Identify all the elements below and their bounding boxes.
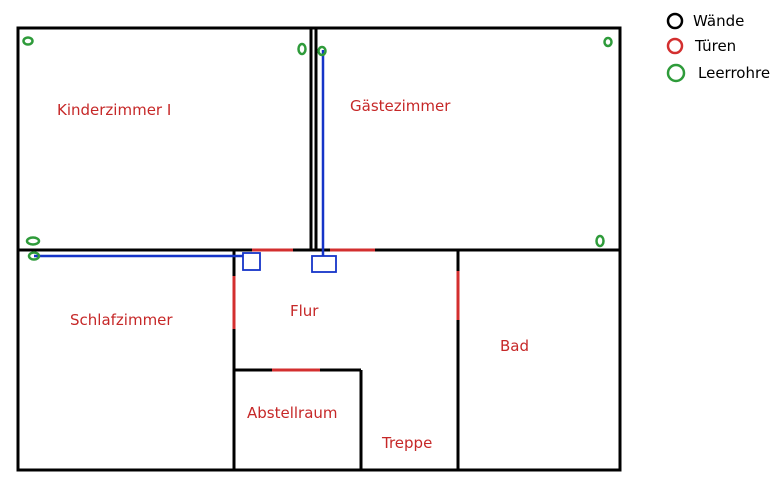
doors — [232, 248, 460, 372]
conduit-icon — [297, 42, 307, 56]
conduit-outlets — [22, 36, 613, 261]
green-circle-icon — [666, 63, 686, 83]
legend-item-walls: Wände — [666, 12, 744, 30]
room-label-abstellraum: Abstellraum — [247, 404, 338, 422]
legend-item-doors: Türen — [666, 37, 736, 55]
room-label-treppe: Treppe — [381, 434, 432, 452]
conduit-icon — [317, 45, 327, 57]
legend-item-conduits: Leerrohre — [666, 63, 770, 83]
red-circle-icon — [666, 37, 684, 55]
pipes — [34, 50, 337, 273]
conduit-icon — [25, 236, 41, 246]
room-label-bad: Bad — [500, 337, 529, 355]
conduit-icon — [603, 36, 613, 48]
legend-label-doors: Türen — [694, 37, 736, 55]
conduit-icon — [27, 251, 41, 261]
junction-box-right — [311, 255, 337, 273]
legend: Wände Türen Leerrohre — [666, 12, 770, 83]
room-labels: Kinderzimmer I Gästezimmer Schlafzimmer … — [57, 97, 529, 452]
room-label-flur: Flur — [290, 302, 319, 320]
room-label-schlafzimmer: Schlafzimmer — [70, 311, 173, 329]
junction-box-left — [242, 252, 261, 271]
room-label-kinderzimmer: Kinderzimmer I — [57, 101, 171, 119]
conduit-icon — [22, 36, 34, 46]
legend-label-walls: Wände — [693, 12, 744, 30]
legend-label-conduits: Leerrohre — [698, 64, 770, 82]
room-label-gaestezimmer: Gästezimmer — [350, 97, 451, 115]
black-circle-icon — [666, 12, 684, 30]
conduit-icon — [595, 234, 605, 248]
